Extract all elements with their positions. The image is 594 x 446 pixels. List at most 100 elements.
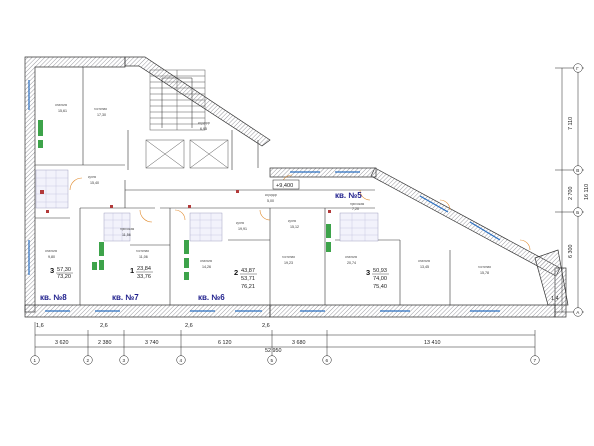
apt5-total: 74,00 (373, 276, 387, 282)
plumbing-fixtures (38, 120, 331, 280)
small-dimensions: 1,6 2,6 2,6 2,6 1,4 (36, 296, 559, 329)
room-name: прихожая (350, 202, 364, 206)
apt6-living: 43,87 (241, 268, 255, 274)
room-name: гостиная (478, 265, 491, 269)
axis-2: 2 (87, 358, 90, 363)
dim-B-A: 6 300 (568, 245, 574, 259)
small-dim: 1,6 (36, 323, 44, 329)
room-area: 15,61 (58, 109, 67, 113)
room-name: спальня (55, 103, 67, 107)
apt5-living: 50,93 (373, 268, 387, 274)
dim-1-2: 3 620 (55, 340, 69, 346)
axes-right (573, 63, 583, 317)
apartment-labels: кв. №8 кв. №7 кв. №6 кв. №5 (40, 191, 362, 302)
axis-1: 1 (34, 358, 37, 363)
room-area: 19,23 (284, 261, 293, 265)
room-area: 6,95 (200, 127, 207, 131)
room-area: 15,78 (480, 271, 489, 275)
room-name: спальня (418, 259, 430, 263)
dim-total: 52 950 (265, 348, 282, 354)
outer-walls (24, 56, 569, 318)
apt8-rooms: 3 (50, 266, 54, 275)
dimension-chain-bottom (34, 322, 536, 352)
apartment-label-5: кв. №5 (335, 191, 362, 200)
room-area: 14,26 (202, 265, 211, 269)
apartment-label-7: кв. №7 (112, 293, 139, 302)
room-name: гостиная (94, 107, 107, 111)
room-name: спальня (45, 249, 57, 253)
interior (35, 67, 451, 305)
room-name: кухня (236, 221, 244, 225)
room-area: 15,40 (90, 181, 99, 185)
axis-G: Г (576, 66, 579, 71)
dim-3-4: 3 740 (145, 340, 159, 346)
room-name: гостиная (282, 255, 295, 259)
apt7-living: 23,84 (137, 266, 151, 272)
dim-5-6: 3 680 (292, 340, 306, 346)
bathroom-tiles (35, 169, 379, 242)
windows (28, 80, 501, 312)
axis-7: 7 (534, 358, 537, 363)
dimension-values-right: 7 110 2 700 16 110 6 300 (568, 117, 590, 258)
room-name: коридор (198, 121, 210, 125)
apt7-rooms: 1 (130, 266, 134, 275)
room-area: 20,74 (347, 261, 356, 265)
small-dim: 2,6 (100, 323, 108, 329)
room-name: коридор (265, 193, 277, 197)
axes-bottom (30, 352, 540, 365)
axes-right-labels: Г В Б А (576, 66, 580, 315)
apt5-extra: 75,40 (373, 284, 387, 290)
apt6-total: 53,71 (241, 276, 255, 282)
room-labels: спальня 15,61 гостиная 17,30 кухня 15,40… (45, 103, 491, 275)
apt6-extra: 76,21 (241, 284, 255, 290)
bathroom-grid (36, 170, 378, 241)
axis-A: А (576, 310, 580, 315)
axis-5: 5 (271, 358, 274, 363)
room-area: 13,45 (420, 265, 429, 269)
dim-G-V: 7 110 (568, 117, 574, 130)
room-name: кухня (288, 219, 296, 223)
room-area: 7,20 (352, 207, 359, 211)
apt6-rooms: 2 (234, 268, 238, 277)
room-area: 15,12 (290, 225, 299, 229)
dim-6-7: 13 410 (424, 340, 441, 346)
axis-4: 4 (180, 358, 183, 363)
apartment-areas: 3 57,30 73,20 1 23,84 33,76 2 43,87 53,7… (50, 266, 389, 290)
staircase (149, 69, 206, 131)
apt7-total: 33,76 (137, 274, 151, 280)
apt8-living: 57,30 (57, 267, 71, 273)
small-dim: 2,6 (185, 323, 193, 329)
small-dim: 1,4 (551, 296, 559, 302)
dimension-values-bottom: 3 620 2 380 3 740 6 120 3 680 13 410 52 … (55, 340, 441, 354)
room-area: 9,80 (48, 255, 55, 259)
apartment-label-8: кв. №8 (40, 293, 67, 302)
room-area: 17,30 (97, 113, 106, 117)
room-area: 11,56 (122, 233, 131, 237)
room-name: гостиная (136, 249, 149, 253)
dim-V-B: 2 700 (568, 187, 574, 201)
apt5-rooms: 3 (366, 268, 370, 277)
room-name: спальня (345, 255, 357, 259)
lift-shafts (145, 139, 229, 169)
apt8-total: 73,20 (57, 274, 71, 280)
axis-B: Б (576, 210, 579, 215)
room-area: 19,91 (238, 227, 247, 231)
risers (40, 190, 331, 213)
room-name: спальня (200, 259, 212, 263)
dim-2-3: 2 380 (98, 340, 112, 346)
doors (69, 174, 531, 251)
apartment-label-6: кв. №6 (198, 293, 225, 302)
room-name: кухня (88, 175, 96, 179)
room-area: 11,06 (139, 255, 148, 259)
axis-6: 6 (326, 358, 329, 363)
dim-total-right: 16 110 (584, 184, 590, 200)
level-mark-group: +9,400 (272, 179, 300, 190)
dim-4-5: 6 120 (218, 340, 232, 346)
small-dim: 2,6 (262, 323, 270, 329)
axes-bottom-labels: 1 2 3 4 5 6 7 (34, 358, 537, 363)
room-name: прихожая (120, 227, 134, 231)
level-mark: +9,400 (276, 183, 293, 189)
axis-V: В (576, 168, 579, 173)
axis-3: 3 (123, 358, 126, 363)
